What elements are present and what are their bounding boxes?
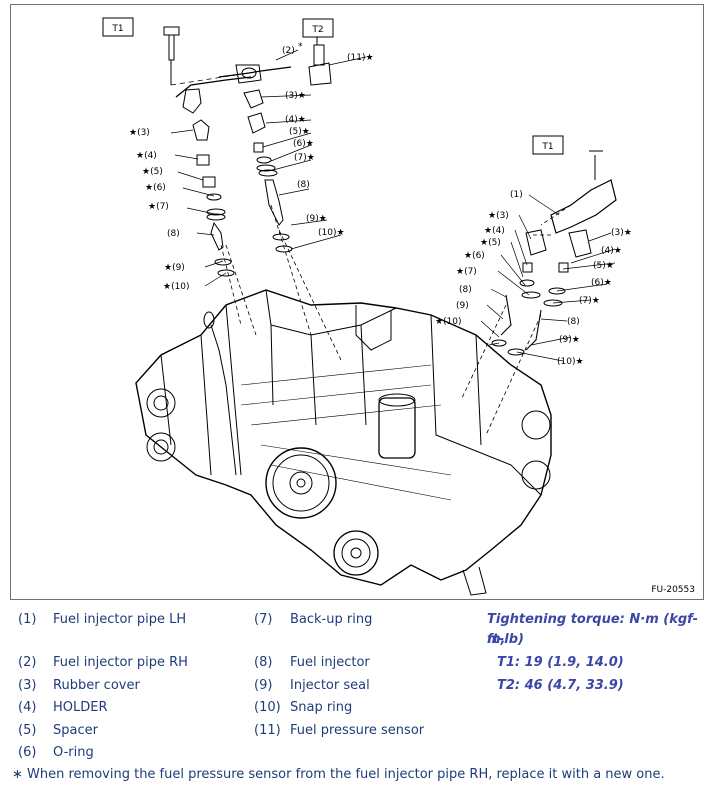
callout-right-1: (1) (510, 190, 523, 200)
callout-left-5: ★(5) (142, 167, 163, 177)
callout-right-5: ★(5) (480, 238, 501, 248)
legend-text: Fuel injector pipe LH (53, 612, 187, 627)
engine-block (135, 289, 552, 586)
callout-2: (2) (282, 46, 295, 56)
callout-far-right-4: (4)★ (601, 246, 622, 256)
callout-11: (11)★ (347, 53, 374, 63)
legend-num: (9) (254, 678, 273, 693)
legend-text: O-ring (53, 745, 94, 760)
callout-far-right-6: (6)★ (591, 278, 612, 288)
legend-text: Injector seal (290, 678, 370, 693)
callout-far-right-9: (9)★ (559, 335, 580, 345)
callout-left-4: ★(4) (136, 151, 157, 161)
crank-pulley (265, 447, 337, 519)
figure-id: FU-20553 (651, 585, 695, 595)
legend-num: (11) (254, 723, 281, 738)
replacement-note: ∗ When removing the fuel pressure sensor… (12, 767, 665, 782)
legend-num: (7) (254, 612, 273, 627)
callout-4: (4)★ (285, 115, 306, 125)
callout-3: (3)★ (285, 91, 306, 101)
callout-right-10: ★(10) (435, 317, 462, 327)
callout-2-asterisk: * (298, 42, 303, 52)
legend-text: Fuel injector (290, 655, 370, 670)
torque-t1-value: T1: 19 (1.9, 14.0) (497, 655, 624, 670)
callout-right-7: ★(7) (456, 267, 477, 277)
callout-right-3: ★(3) (488, 211, 509, 221)
torque-tag-t1-left (102, 17, 134, 37)
callout-far-right-10: (10)★ (557, 357, 584, 367)
torque-tag-t1-right (532, 135, 564, 155)
exploded-view-diagram: T1 T2 T1 (2) * (11)★ (3)★ (4)★ (5)★ (6)★… (10, 4, 704, 600)
legend-text: Spacer (53, 723, 98, 738)
callout-left-7: ★(7) (148, 202, 169, 212)
legend-text: Fuel injector pipe RH (53, 655, 188, 670)
pump-pulley (333, 530, 379, 576)
legend-text: Snap ring (290, 700, 353, 715)
callout-far-right-3: (3)★ (611, 228, 632, 238)
torque-tag-t2 (302, 18, 334, 38)
callout-6: (6)★ (293, 139, 314, 149)
diagram-canvas: T1 T2 T1 (2) * (11)★ (3)★ (4)★ (5)★ (6)★… (102, 17, 695, 596)
callout-left-9: ★(9) (164, 263, 185, 273)
callout-right-4: ★(4) (484, 226, 505, 236)
legend-num: (10) (254, 700, 281, 715)
legend-num: (1) (18, 612, 37, 627)
callout-left-6: ★(6) (145, 183, 166, 193)
callout-right-9: (9) (456, 301, 469, 311)
legend-num: (3) (18, 678, 37, 693)
callout-7: (7)★ (294, 153, 315, 163)
legend-text: Rubber cover (53, 678, 140, 693)
callout-far-right-8: (8) (567, 317, 580, 327)
callout-left-10: ★(10) (163, 282, 190, 292)
legend-num: (6) (18, 745, 37, 760)
torque-heading-line2: ft-lb) (487, 632, 524, 647)
torque-tag-t1-left-label: T1 (111, 24, 123, 34)
torque-heading-line1: Tightening torque: N·m (kgf-m, (487, 612, 698, 647)
callout-left-3: ★(3) (129, 128, 150, 138)
left-injector-stack (163, 26, 180, 85)
callout-right-6: ★(6) (464, 251, 485, 261)
torque-t2-value: T2: 46 (4.7, 33.9) (497, 678, 624, 693)
right-pipe (550, 179, 617, 234)
torque-tag-t2-label: T2 (311, 25, 323, 35)
callout-8: (8) (297, 180, 310, 190)
callout-left-8: (8) (167, 229, 180, 239)
callout-far-right-5: (5)★ (593, 261, 614, 271)
legend-num: (2) (18, 655, 37, 670)
legend-num: (5) (18, 723, 37, 738)
callout-right-8: (8) (459, 285, 472, 295)
callout-9: (9)★ (306, 214, 327, 224)
oil-filter (378, 397, 416, 459)
legend: (1) Fuel injector pipe LH (2) Fuel injec… (0, 604, 715, 793)
legend-text: Back-up ring (290, 612, 373, 627)
legend-num: (8) (254, 655, 273, 670)
callout-far-right-7: (7)★ (579, 296, 600, 306)
callout-10: (10)★ (318, 228, 345, 238)
legend-text: Fuel pressure sensor (290, 723, 425, 738)
legend-num: (4) (18, 700, 37, 715)
legend-text: HOLDER (53, 700, 108, 715)
torque-tag-t1-right-label: T1 (541, 142, 553, 152)
callout-5: (5)★ (289, 127, 310, 137)
